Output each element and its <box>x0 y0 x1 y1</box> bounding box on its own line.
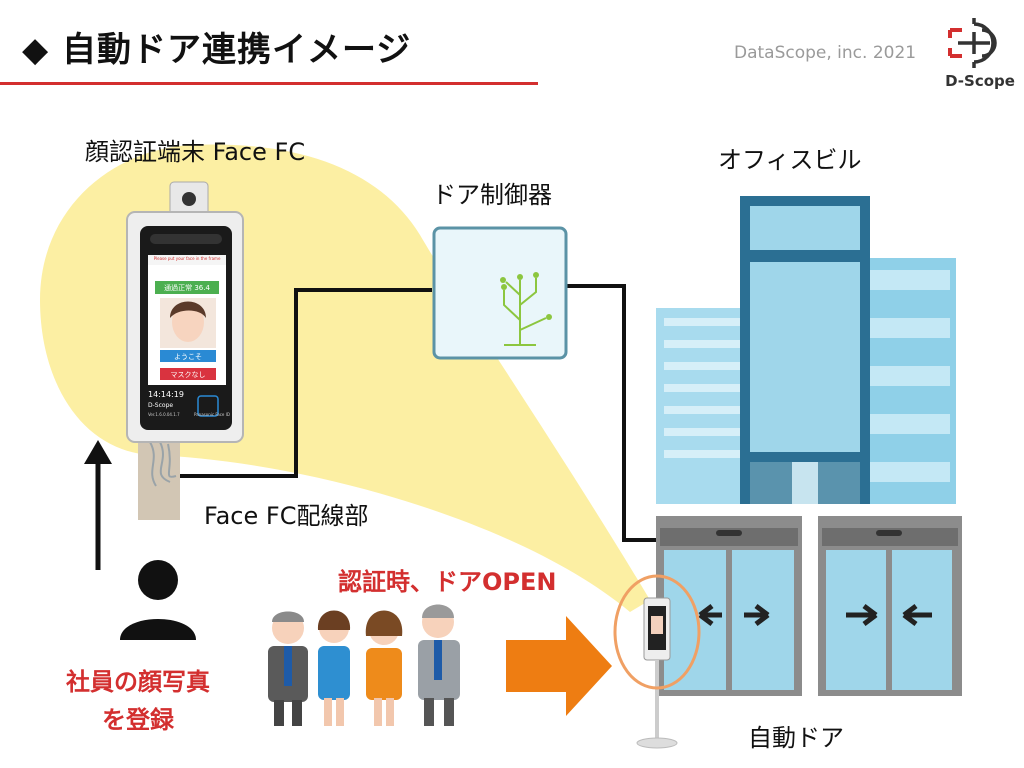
label-face-device: 顔認証端末 Face FC <box>85 138 306 166</box>
device-screen-temp: 通過正常 36.4 <box>164 284 210 292</box>
kiosk-highlight-ring <box>613 574 701 690</box>
device-screen-time: 14:14:19 <box>148 390 184 399</box>
label-auto-door: 自動ドア <box>748 724 844 752</box>
device-screen-version: Ver.1.6.0.04.1.7 <box>148 412 180 417</box>
label-door-controller: ドア制御器 <box>432 181 552 209</box>
device-screen-welcome: ようこそ <box>174 353 202 361</box>
wire-controller-to-door <box>566 284 662 542</box>
door-controller <box>432 226 568 360</box>
up-arrow-icon <box>84 440 112 570</box>
employee-group <box>268 604 460 726</box>
copyright-text: DataScope, inc. 2021 <box>734 43 917 63</box>
label-wiring: Face FC配線部 <box>204 502 369 530</box>
automatic-door-right <box>818 516 962 696</box>
title-underline <box>0 82 538 85</box>
label-register-line2: を登録 <box>102 706 174 734</box>
d-scope-logo-icon <box>948 18 997 68</box>
automatic-door-left <box>656 516 802 696</box>
label-register-line1: 社員の顔写真 <box>66 668 210 696</box>
flow-arrow-icon <box>506 616 612 716</box>
device-screen-brand: D-Scope <box>148 402 174 409</box>
page-title: ◆ 自動ドア連携イメージ <box>22 30 412 70</box>
face-kiosk-stand <box>636 597 678 749</box>
face-fc-device <box>126 181 244 443</box>
office-building <box>656 196 956 504</box>
device-screen-notice: Please put your face in the frame <box>153 256 221 261</box>
label-office-building: オフィスビル <box>718 146 862 174</box>
wiring-harness <box>138 440 180 520</box>
logo-wordmark: D-Scope <box>945 72 1015 90</box>
person-silhouette-icon <box>120 560 196 640</box>
label-door-open: 認証時、ドアOPEN <box>338 568 557 596</box>
device-screen-footer: Panasonic Face ID <box>194 412 230 417</box>
device-screen-mask: マスクなし <box>170 371 206 379</box>
wire-device-to-controller <box>178 288 432 478</box>
